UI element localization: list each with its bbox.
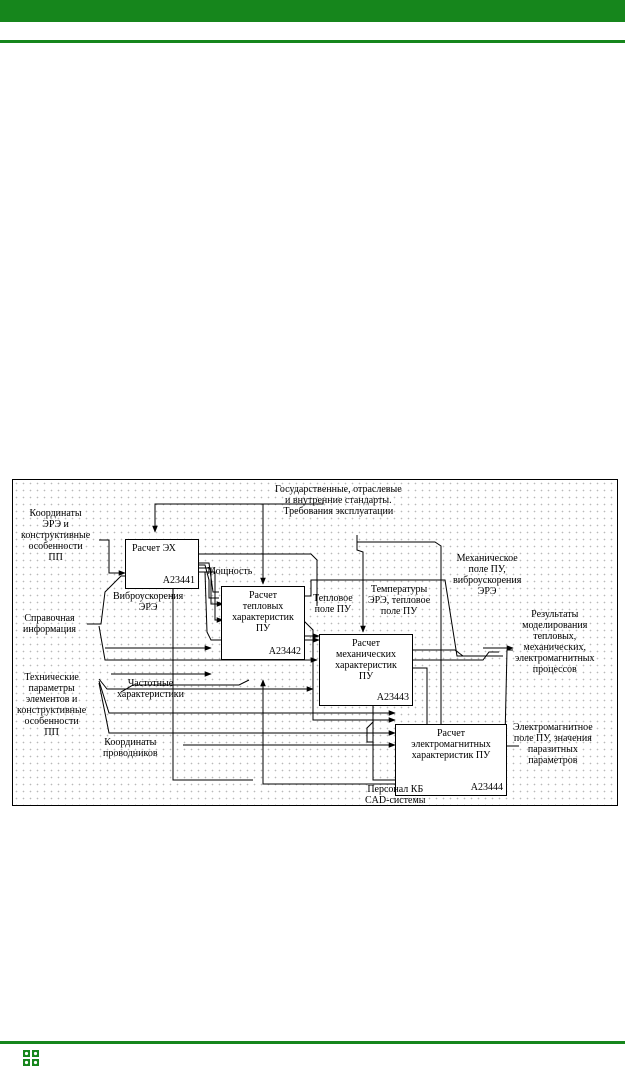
box-ex-calc: Расчет ЭХ A23441 xyxy=(125,539,199,589)
results-label: Результаты моделирования тепловых, механ… xyxy=(515,609,595,675)
conductors-label: Координаты проводников xyxy=(103,737,158,759)
mech-field-label: Механическое поле ПУ, виброускорения ЭРЭ xyxy=(453,553,522,597)
power-label: Мощность xyxy=(207,566,253,577)
input-ref-1 xyxy=(87,575,125,625)
mech-loop xyxy=(411,649,464,657)
diagram-arrows xyxy=(87,500,519,788)
mech-personnel-2 xyxy=(366,721,433,781)
mech-personnel-5 xyxy=(172,580,253,781)
input-ref-2 xyxy=(98,625,318,663)
em-field-label: Электромагнитное поле ПУ, значения параз… xyxy=(513,722,593,766)
mech-to-result xyxy=(411,651,499,661)
box-em-calc: Расчет электромагнитных характеристик ПУ… xyxy=(395,724,507,796)
box-code: A23444 xyxy=(470,782,503,793)
control-arrow-4 xyxy=(357,541,444,743)
box-code: A23443 xyxy=(376,692,409,703)
temps-label: Температуры ЭРЭ, тепловое поле ПУ xyxy=(368,584,431,617)
vibro-ere-label: Виброускорения ЭРЭ xyxy=(113,591,184,613)
control-arrow-3 xyxy=(356,535,366,633)
ex-output-3 xyxy=(197,571,224,623)
box-code: A23442 xyxy=(268,646,301,657)
reference-label: Справочная информация xyxy=(23,613,77,635)
personnel-label: Персонал КБ CAD-системы xyxy=(365,784,426,806)
footer-rule xyxy=(0,1041,625,1044)
input-tech-2 xyxy=(98,680,396,716)
ex-loop xyxy=(197,553,318,606)
control-arrow-1 xyxy=(152,500,324,533)
mech-personnel-3 xyxy=(260,679,433,785)
tech-params-label: Технические параметры элементов и констр… xyxy=(17,672,87,738)
box-title: Расчет тепловых характеристик ПУ xyxy=(232,590,294,634)
ex-output-2 xyxy=(197,567,224,607)
coords-ere-label: Координаты ЭРЭ и конструктивные особенно… xyxy=(21,508,91,563)
input-tech-1 xyxy=(98,678,314,692)
input-tech-3 xyxy=(98,682,396,736)
em-to-result xyxy=(504,649,513,739)
idef0-diagram: Расчет ЭХ A23441 Расчет тепловых характе… xyxy=(12,479,618,806)
heat-to-em xyxy=(302,619,396,723)
heat-field-label: Тепловое поле ПУ xyxy=(313,593,353,615)
power-arrow xyxy=(197,564,219,599)
box-mech-calc: Расчет механических характеристик ПУ A23… xyxy=(319,634,413,706)
box-title: Расчет механических характеристик ПУ xyxy=(335,638,397,682)
freq-arrow xyxy=(120,679,250,693)
freq-label: Частотные характеристики xyxy=(117,678,185,700)
box-title: Расчет электромагнитных характеристик ПУ xyxy=(411,728,491,761)
input-coords-ere xyxy=(99,539,126,576)
standards-label: Государственные, отраслевые и внутренние… xyxy=(275,484,402,517)
box-title: Расчет ЭХ xyxy=(132,543,176,554)
heat-to-result xyxy=(303,579,503,657)
header-band xyxy=(0,0,625,22)
box-thermal-calc: Расчет тепловых характеристик ПУ A23442 xyxy=(221,586,305,660)
header-rule xyxy=(0,40,625,43)
box-code: A23441 xyxy=(162,575,195,586)
logo-icon xyxy=(22,1049,40,1067)
